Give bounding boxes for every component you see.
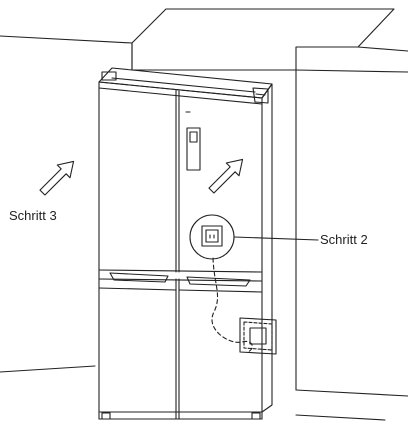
hinge-left [101,71,117,81]
plug-icon [201,225,223,247]
foot-left [101,412,111,420]
arrow-right [208,158,244,194]
handle-right [186,276,251,287]
wall-socket [239,317,277,355]
control-display [186,127,201,171]
handle-left [109,272,169,283]
hinge-right [252,87,269,104]
arrow-left [39,160,75,196]
refrigerator [98,67,273,420]
label-step2: Schritt 2 [320,232,368,247]
foot-right [251,412,261,420]
fridge-top [98,67,273,99]
wall-niche [0,8,408,421]
plug-magnifier [189,214,319,260]
fridge-front [98,81,263,413]
niche-ceiling [131,8,395,71]
label-step3: Schritt 3 [9,208,57,223]
